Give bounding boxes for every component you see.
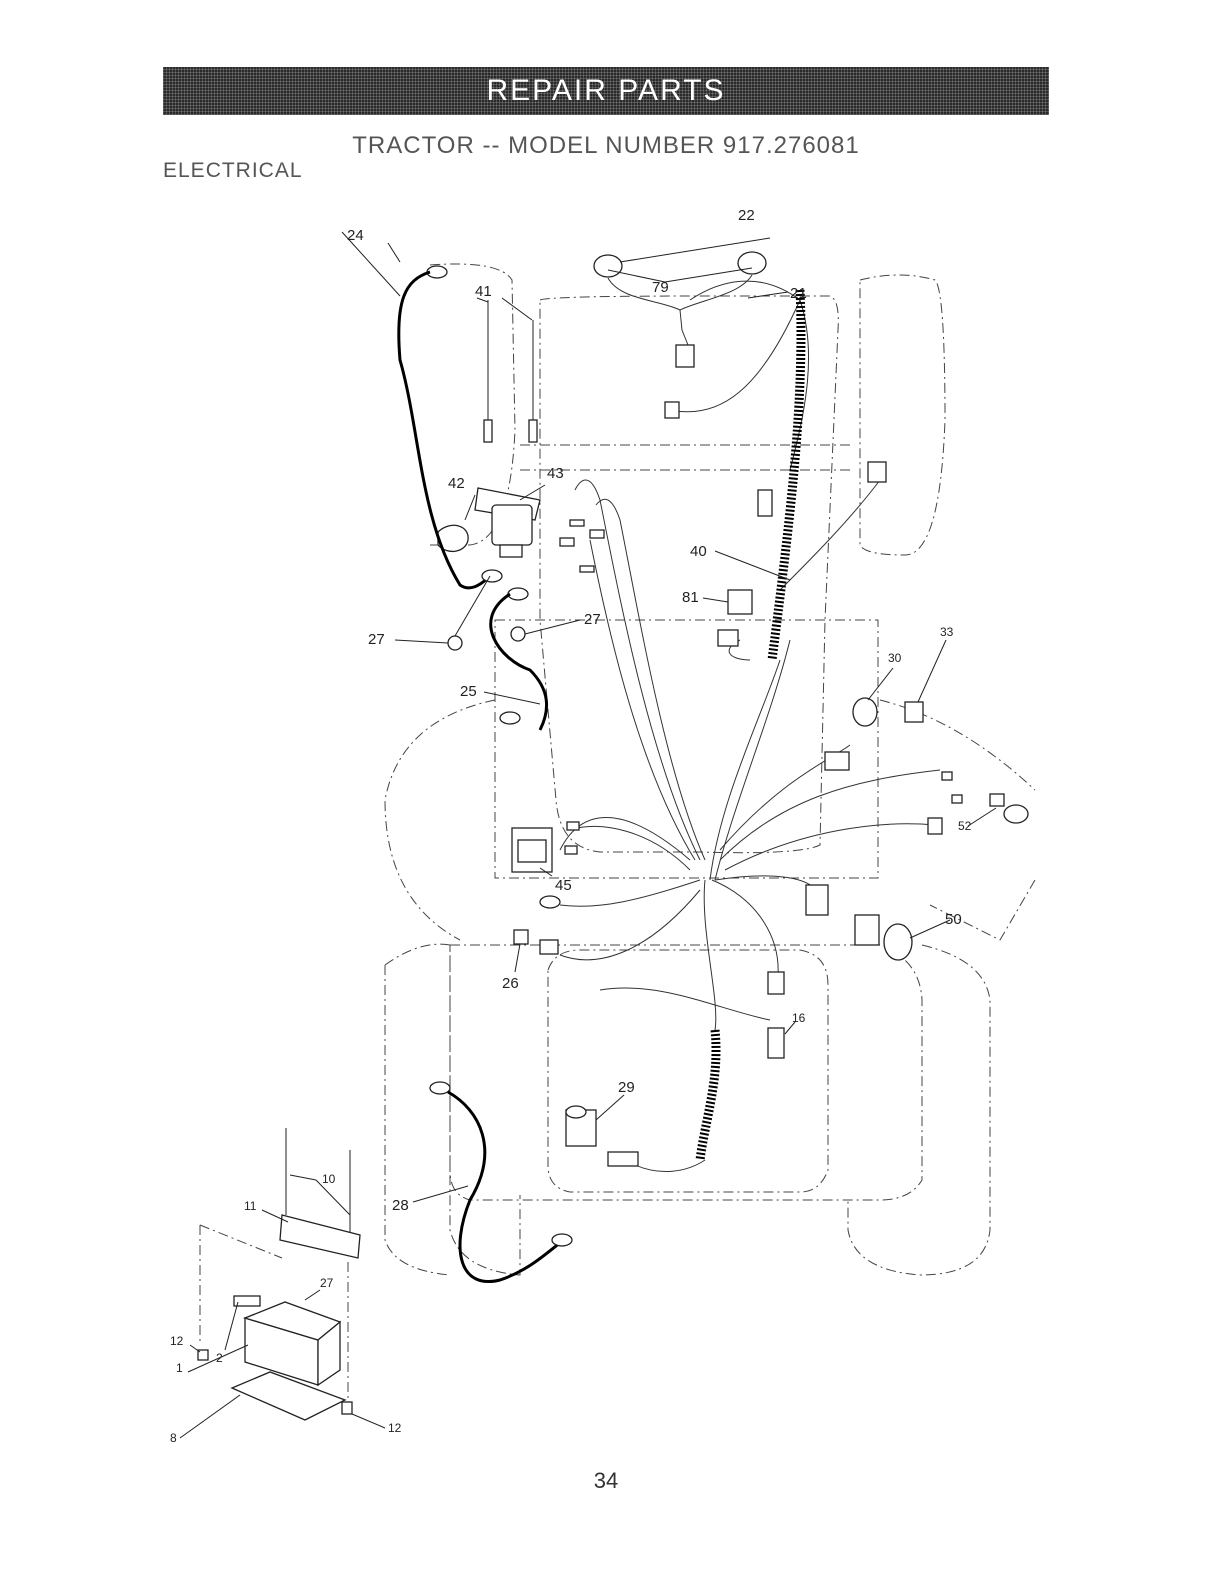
wire-terminals	[539, 401, 887, 909]
harness-conduit-lower	[695, 1029, 721, 1161]
callout-8: 8	[170, 1431, 177, 1445]
callout-12-right: 12	[388, 1421, 402, 1435]
rear-wheel-bottom-left	[384, 965, 451, 1276]
fender-left-arc	[384, 699, 496, 941]
starter-solenoid	[437, 300, 546, 558]
battery-cable-24	[397, 265, 503, 590]
rear-wheel-right	[847, 944, 991, 1276]
callout-1: 1	[176, 1361, 183, 1375]
dash-panel	[494, 619, 879, 879]
callout-43: 43	[547, 465, 564, 482]
callout-27-right: 27	[584, 611, 601, 628]
callout-21: 21	[790, 285, 807, 302]
callout-81: 81	[682, 589, 699, 606]
hood-outline	[539, 295, 839, 854]
callout-24: 24	[347, 227, 364, 244]
frame-upper	[520, 444, 850, 471]
section-label: ELECTRICAL	[163, 159, 303, 182]
callout-79: 79	[652, 279, 669, 296]
hour-meter-module-45	[511, 827, 553, 873]
repair-parts-banner: REPAIR PARTS	[163, 67, 1049, 115]
callout-29: 29	[618, 1079, 635, 1096]
deck-body	[449, 944, 923, 1201]
headlight-assembly	[593, 237, 789, 368]
fuse-26	[513, 929, 559, 955]
seat-outline	[547, 949, 829, 1193]
banner-title: REPAIR PARTS	[486, 74, 726, 107]
callout-10: 10	[322, 1172, 336, 1186]
plug-16	[767, 1027, 785, 1059]
rear-wheel-left	[384, 943, 521, 1276]
front-wheel-right	[859, 274, 946, 556]
ignition-switch-30	[824, 697, 878, 771]
harness-conduit-upper	[767, 289, 806, 661]
battery-cable-25	[489, 587, 549, 731]
front-wheel-left	[429, 263, 516, 546]
callout-22: 22	[738, 207, 755, 224]
relay-81	[717, 589, 753, 647]
callout-27-battery: 27	[320, 1276, 334, 1290]
tractor-outline	[384, 263, 1036, 1276]
callout-52: 52	[958, 819, 972, 833]
fender-right-edge	[929, 879, 1036, 941]
callout-11: 11	[244, 1199, 257, 1213]
callout-numbers: 22 79 21 41 24 42 43 40 81 27 27 33 30 2…	[170, 207, 972, 1445]
callout-33: 33	[940, 625, 954, 639]
callout-45: 45	[555, 877, 572, 894]
callout-27-left: 27	[368, 631, 385, 648]
callout-26: 26	[502, 975, 519, 992]
connector-block	[767, 884, 829, 995]
seat-switch-29	[565, 1105, 639, 1167]
callout-2: 2	[216, 1351, 223, 1365]
model-title: TRACTOR -- MODEL NUMBER 917.276081	[352, 132, 860, 159]
pto-switch-50	[854, 914, 913, 961]
callout-12-left: 12	[170, 1334, 184, 1348]
callout-leaders	[179, 231, 997, 1439]
callout-42: 42	[448, 475, 465, 492]
callout-16: 16	[792, 1011, 806, 1025]
callout-28: 28	[392, 1197, 409, 1214]
page-number: 34	[593, 1468, 619, 1493]
fender-right-arc	[879, 699, 1036, 791]
hex-nuts-27	[447, 575, 526, 651]
callout-50: 50	[945, 911, 962, 928]
interlock-switch-33	[904, 701, 924, 723]
callout-30: 30	[888, 651, 902, 665]
battery-assembly	[197, 1128, 361, 1421]
callout-41: 41	[475, 283, 492, 300]
light-switch-52	[927, 771, 1029, 835]
callout-25: 25	[460, 683, 477, 700]
wiring-harness	[559, 280, 941, 1173]
ground-cable-28	[429, 1081, 573, 1283]
callout-40: 40	[690, 543, 707, 560]
